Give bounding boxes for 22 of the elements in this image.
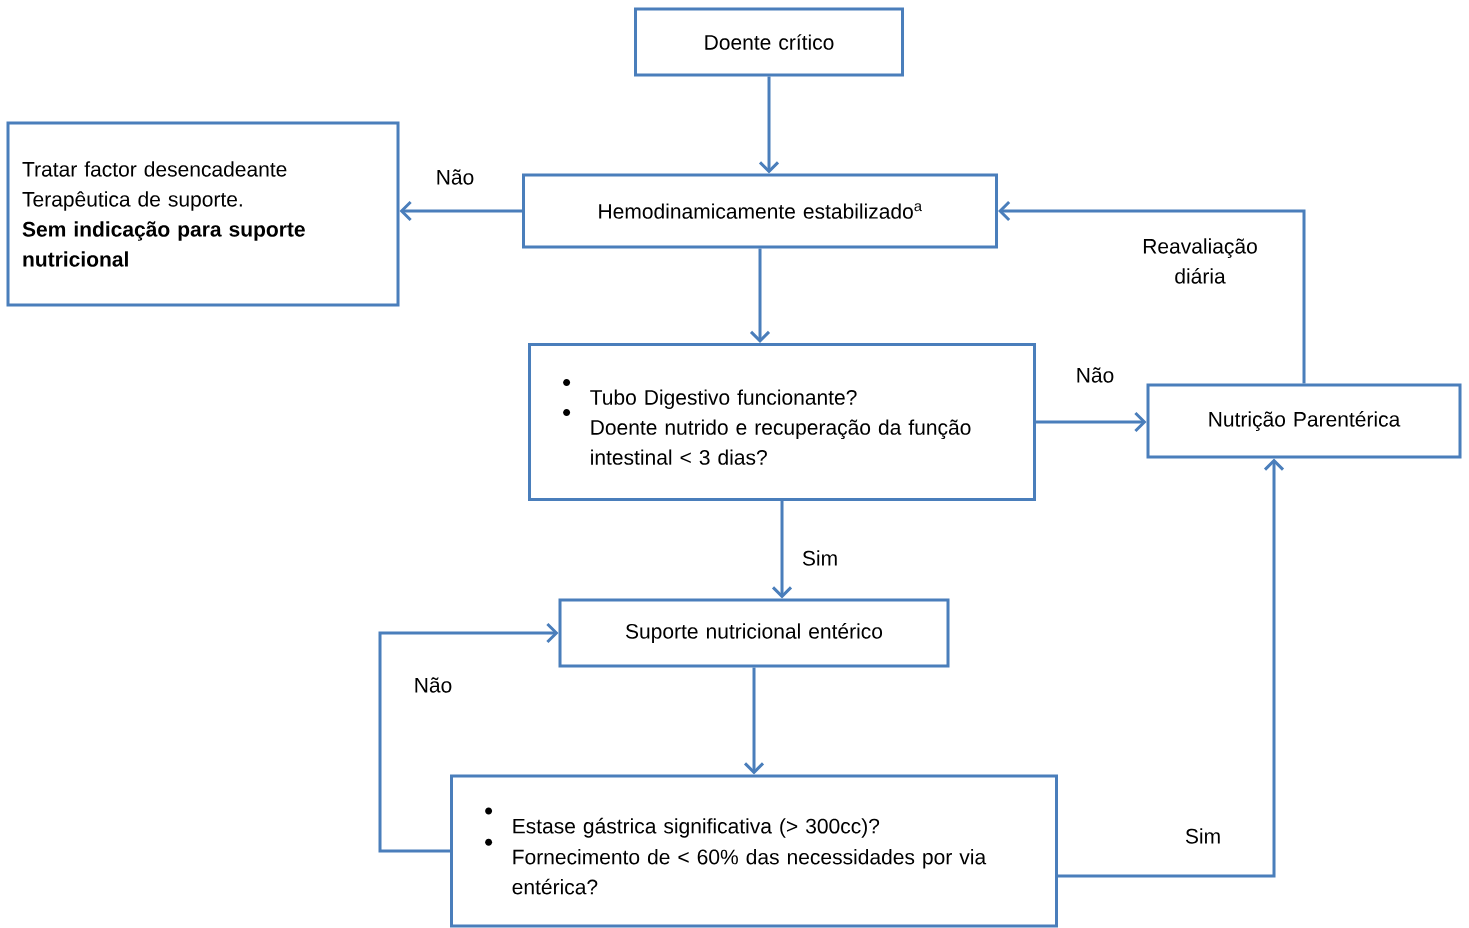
process-box: Tratar factor desencadeante Terapêutica de suporte. Sem indicação para suporte nutricional <box>6 121 400 307</box>
process-box: Tubo Digestivo funcionante? Doente nutrido e recuperação da função intestinal < 3 dias? <box>528 343 1036 501</box>
process-box: Nutrição Parentérica <box>1146 383 1462 459</box>
arrow <box>399 200 522 222</box>
edge-label: Sim <box>1185 828 1220 844</box>
process-box: Suporte nutricional entérico <box>558 598 950 668</box>
edge-label: Não <box>415 677 452 693</box>
edge-label: Reavaliação diária <box>1143 238 1257 284</box>
edge-label: Não <box>1077 367 1114 383</box>
arrow <box>743 667 765 775</box>
process-box: Doente crítico <box>634 7 904 77</box>
arrow <box>998 200 1306 384</box>
edge-label: Não <box>437 169 474 185</box>
arrow <box>758 76 780 174</box>
arrow <box>1058 458 1285 878</box>
process-box: Estase gástrica significativa (> 300cc)? Fornecimento de < 60% das necessidades por via entérica? <box>450 774 1058 928</box>
process-box: Hemodinamicamente estabilizado$^{a}$ <box>522 173 998 249</box>
edge-label: Sim <box>802 550 837 566</box>
arrow <box>749 248 771 343</box>
arrow <box>378 622 559 853</box>
arrow <box>1036 411 1147 433</box>
arrow <box>771 501 793 599</box>
